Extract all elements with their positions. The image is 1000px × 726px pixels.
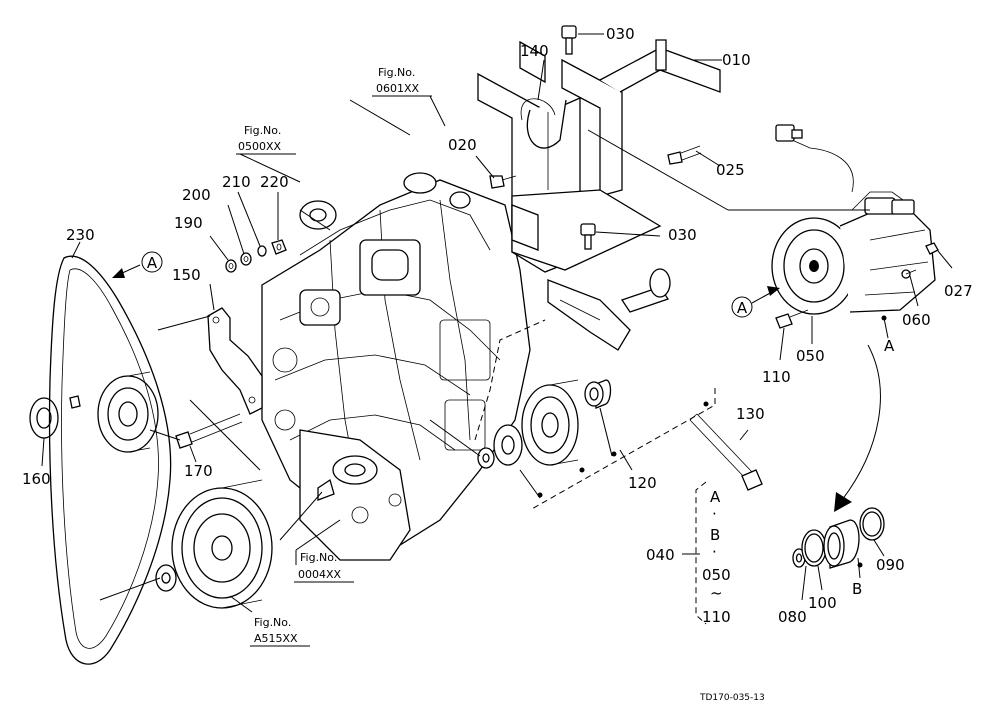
label-010: 010 xyxy=(722,51,751,69)
assembly-arrow xyxy=(841,344,881,501)
set-040-range: ~ xyxy=(710,584,723,602)
label-a-compressor: A xyxy=(884,337,895,355)
label-030-top: 030 xyxy=(606,25,635,43)
compressor xyxy=(771,124,936,315)
set-040-item-110: 110 xyxy=(702,608,731,626)
set-040-sep-1: · xyxy=(712,505,717,523)
clutch-parts xyxy=(792,507,885,569)
set-040-group: A · B · 050 ~ 110 xyxy=(695,481,731,626)
svg-text:0601XX: 0601XX xyxy=(376,82,420,95)
nut-027 xyxy=(925,242,939,255)
washer-190 xyxy=(225,259,237,273)
label-050: 050 xyxy=(796,347,825,365)
label-160: 160 xyxy=(22,470,51,488)
set-040-item-050: 050 xyxy=(702,566,731,584)
label-060: 060 xyxy=(902,311,931,329)
figure-ref-0601: Fig.No. 0601XX xyxy=(372,66,432,97)
washer-210 xyxy=(257,245,267,257)
idler-pulley-set xyxy=(477,268,671,469)
label-130: 130 xyxy=(736,405,765,423)
set-040-sep-2: · xyxy=(712,543,717,561)
bolt-025 xyxy=(667,145,702,165)
label-080: 080 xyxy=(778,608,807,626)
bolt-030-top xyxy=(561,25,577,55)
idler-set-boundary xyxy=(474,319,716,511)
label-090: 090 xyxy=(876,556,905,574)
svg-text:Fig.No.: Fig.No. xyxy=(254,616,291,629)
bolt-020 xyxy=(489,175,517,189)
drawing-code: TD170-035-13 xyxy=(699,693,765,703)
fan-pulley xyxy=(97,371,159,453)
bolt-110 xyxy=(775,309,809,329)
svg-text:Fig.No.: Fig.No. xyxy=(378,66,415,79)
label-b-clutch: B xyxy=(852,580,862,598)
svg-text:Fig.No.: Fig.No. xyxy=(244,124,281,137)
label-190: 190 xyxy=(174,214,203,232)
label-030-mid: 030 xyxy=(668,226,697,244)
label-027: 027 xyxy=(944,282,973,300)
bolt-130 xyxy=(689,413,763,491)
svg-text:0500XX: 0500XX xyxy=(238,140,282,153)
part-number-labels: 010 030 140 020 025 030 027 060 A 050 11… xyxy=(22,25,973,626)
bolt-170 xyxy=(175,413,243,449)
bolt-030-mid xyxy=(580,223,596,250)
label-025: 025 xyxy=(716,161,745,179)
washer-200 xyxy=(240,252,252,266)
label-210: 210 xyxy=(222,173,251,191)
svg-text:A515XX: A515XX xyxy=(254,632,298,645)
svg-text:Fig.No.: Fig.No. xyxy=(300,551,337,564)
label-200: 200 xyxy=(182,186,211,204)
label-140: 140 xyxy=(520,42,549,60)
label-170: 170 xyxy=(184,462,213,480)
assembly-arrow-head xyxy=(834,492,852,512)
position-dots xyxy=(537,315,887,568)
nut-220 xyxy=(271,239,287,255)
figure-ref-0004: Fig.No. 0004XX xyxy=(294,551,354,583)
set-040-item-b: B xyxy=(710,526,720,544)
figure-ref-a515: Fig.No. A515XX xyxy=(250,616,310,647)
v-belt-230 xyxy=(48,255,172,665)
v-belt-230-inner xyxy=(61,268,159,649)
label-230: 230 xyxy=(66,226,95,244)
svg-text:A: A xyxy=(737,299,748,317)
fan-bracket-150 xyxy=(207,307,263,415)
label-040: 040 xyxy=(646,546,675,564)
engine-block xyxy=(261,172,531,561)
marker-a-right: A xyxy=(731,286,780,318)
label-020: 020 xyxy=(448,136,477,154)
set-040-item-a: A xyxy=(710,488,721,506)
svg-text:A: A xyxy=(147,254,158,272)
screw-060 xyxy=(901,269,917,279)
figure-ref-0500: Fig.No. 0500XX xyxy=(236,124,296,155)
crank-pulley xyxy=(155,479,273,609)
spacer-160 xyxy=(29,395,81,439)
label-110: 110 xyxy=(762,368,791,386)
label-100: 100 xyxy=(808,594,837,612)
svg-text:0004XX: 0004XX xyxy=(298,568,342,581)
label-120: 120 xyxy=(628,474,657,492)
label-220: 220 xyxy=(260,173,289,191)
leader-lines xyxy=(41,33,953,613)
label-150: 150 xyxy=(172,266,201,284)
marker-a-left: A xyxy=(112,251,163,278)
